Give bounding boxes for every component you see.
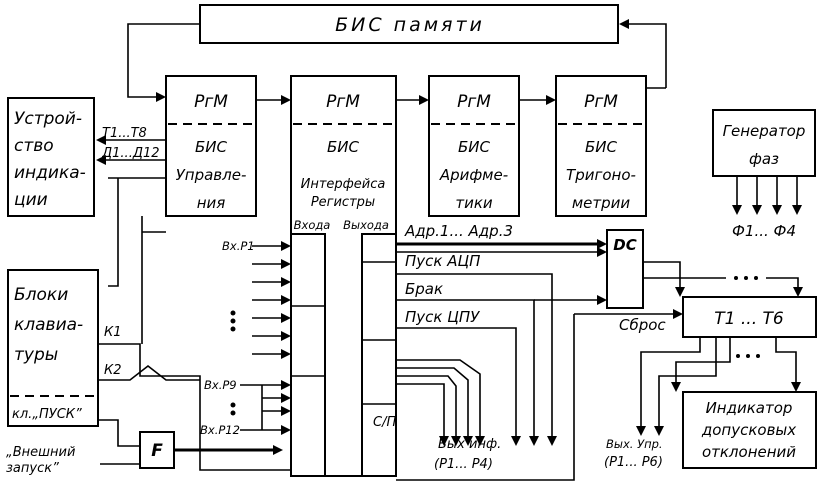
- start-key-label: кл.„ПУСК”: [12, 407, 82, 422]
- keyboard-line-2: клавиа-: [14, 315, 83, 335]
- keyboard-line-1: Блоки: [14, 285, 68, 305]
- control-line-3: ния: [197, 194, 226, 212]
- trig-line-3: метрии: [572, 194, 631, 212]
- display-line-4: ции: [14, 190, 48, 210]
- input-p9-label: Вх.Р9: [204, 378, 237, 392]
- bus-t-label: Т1...Т8: [102, 126, 147, 141]
- interface-reg-label: РгМ: [326, 92, 360, 112]
- control-chip-block: РгМ БИС Управле- ния: [165, 75, 257, 217]
- trig-chip-block: РгМ БИС Тригоно- метрии: [555, 75, 647, 217]
- trig-line-2: Тригоно-: [566, 166, 636, 184]
- interface-col-out: Выхода: [343, 218, 389, 232]
- control-reg-label: РгМ: [194, 92, 228, 112]
- addr-label: Адр.1... Адр.3: [404, 222, 513, 240]
- k1-label: К1: [104, 325, 122, 340]
- display-line-1: Устрой-: [14, 109, 82, 129]
- interface-col-in: Входа: [294, 218, 331, 232]
- generator-line-2: фаз: [749, 150, 779, 168]
- input-p1-label: Вх.Р1: [222, 239, 255, 253]
- k2-label: К2: [104, 363, 122, 378]
- arith-chip-block: РгМ БИС Арифме- тики: [428, 75, 520, 217]
- triggers-label: Т1 ... Т6: [714, 309, 784, 329]
- display-device-block: Устрой- ство индика- ции: [7, 97, 95, 217]
- interface-chip-block: РгМ БИС Интерфейса Регистры Входа Выхода…: [290, 75, 397, 477]
- interface-line-3: Регистры: [311, 195, 375, 210]
- cpu-label: Пуск ЦПУ: [405, 308, 480, 326]
- arith-line-2: Арифме-: [439, 166, 508, 184]
- trigger-outputs: [636, 337, 801, 436]
- control-line-2: Управле-: [176, 166, 247, 184]
- dc-block: DC: [606, 229, 644, 309]
- data-output-lines: [396, 359, 485, 446]
- f-block: F: [139, 431, 175, 469]
- keyboard-line-3: туры: [14, 345, 58, 365]
- arith-reg-label: РгМ: [457, 92, 491, 112]
- tolerance-indicator-block: Индикатор допусковых отклонений: [682, 391, 817, 469]
- phase-generator-block: Генератор фаз: [712, 109, 816, 177]
- reset-label: Сброс: [619, 316, 666, 334]
- display-line-2: ство: [14, 136, 54, 156]
- arith-line-3: тики: [455, 194, 493, 212]
- control-output-line-1: Вых. Упр.: [606, 437, 663, 451]
- f-label: F: [151, 441, 163, 461]
- input-dots: [230, 310, 236, 416]
- generator-line-1: Генератор: [723, 122, 806, 140]
- info-output-line-2: (Р1... Р4): [434, 457, 493, 472]
- control-line-1: БИС: [195, 138, 228, 156]
- reject-label: Брак: [405, 280, 443, 298]
- adc-label: Пуск АЦП: [405, 252, 480, 270]
- external-start-line-1: „Внешний: [6, 445, 75, 460]
- dc-dots: [734, 276, 758, 280]
- dc-label: DC: [613, 236, 636, 254]
- interface-line-2: Интерфейса: [301, 177, 386, 192]
- keyboard-block: Блоки клавиа- туры кл.„ПУСК”: [7, 269, 99, 427]
- generator-outputs-label: Ф1... Ф4: [732, 222, 796, 240]
- memory-block: БИС памяти: [199, 4, 619, 44]
- external-start-line-2: запуск”: [6, 461, 59, 476]
- tolerance-line-2: допусковых: [701, 421, 796, 439]
- input-arrows-bottom: [240, 380, 291, 435]
- info-output-line-1: Вых инф.: [438, 437, 501, 452]
- generator-outputs: [732, 176, 802, 215]
- control-output-line-2: (Р1... Р6): [604, 455, 663, 470]
- trig-line-1: БИС: [585, 138, 618, 156]
- bus-d-label: Д1...Д12: [101, 146, 160, 161]
- addr-bus: [396, 239, 607, 257]
- cp-label: С/П: [373, 415, 396, 430]
- display-line-3: индика-: [14, 163, 86, 183]
- arith-line-1: БИС: [458, 138, 491, 156]
- triggers-block: Т1 ... Т6: [682, 296, 817, 338]
- tolerance-line-3: отклонений: [702, 443, 796, 461]
- input-arrows-top: [252, 241, 291, 359]
- tolerance-line-1: Индикатор: [706, 399, 793, 417]
- memory-label: БИС памяти: [335, 14, 485, 36]
- interface-line-1: БИС: [327, 138, 360, 156]
- input-p12-label: Вх.Р12: [200, 423, 240, 437]
- trig-reg-label: РгМ: [584, 92, 618, 112]
